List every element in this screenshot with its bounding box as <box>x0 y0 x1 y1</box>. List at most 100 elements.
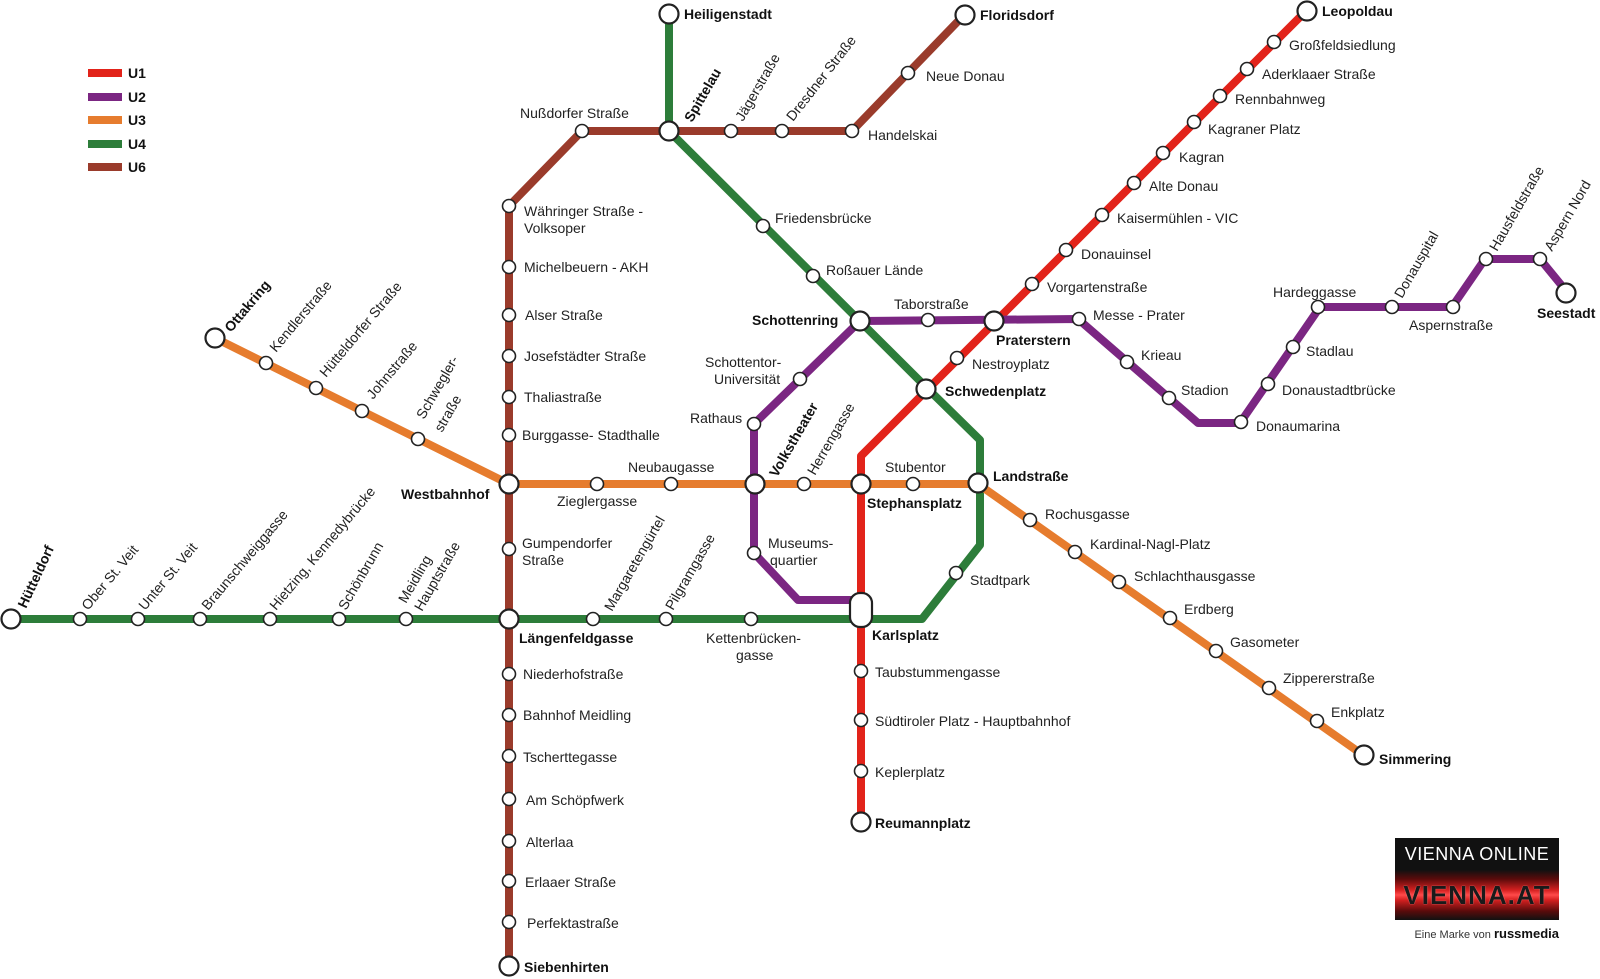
station-aspern-nord[interactable] <box>1532 251 1548 267</box>
station-donaustadtbruecke[interactable] <box>1260 376 1276 392</box>
station-zippererstrasse[interactable] <box>1261 680 1277 696</box>
station-burggasse[interactable] <box>501 427 517 443</box>
station-josefstaedter[interactable] <box>501 348 517 364</box>
station-westbahnhof[interactable] <box>498 473 520 495</box>
station-hietzing[interactable] <box>262 611 278 627</box>
station-donauspital[interactable] <box>1384 299 1400 315</box>
station-herrengasse[interactable] <box>796 476 812 492</box>
station-krieau[interactable] <box>1119 354 1135 370</box>
station-huetteldorf[interactable] <box>0 608 22 630</box>
station-grossfeldsiedlung[interactable] <box>1266 34 1282 50</box>
station-vorgartenstrasse[interactable] <box>1024 276 1040 292</box>
station-rathaus[interactable] <box>746 416 762 432</box>
station-margaretenguertel[interactable] <box>585 611 601 627</box>
station-gumpendorfer[interactable] <box>501 541 517 557</box>
station-ober-st-veit[interactable] <box>72 611 88 627</box>
station-stadtpark[interactable] <box>948 565 964 581</box>
station-hausfeldstrasse[interactable] <box>1478 251 1494 267</box>
station-nussdorfer[interactable] <box>574 123 590 139</box>
station-kagran[interactable] <box>1155 145 1171 161</box>
station-stadion[interactable] <box>1161 390 1177 406</box>
station-dresdner[interactable] <box>774 123 790 139</box>
station-zieglergasse[interactable] <box>589 476 605 492</box>
station-spittelau[interactable] <box>658 120 680 142</box>
station-heiligenstadt[interactable] <box>658 3 680 25</box>
station-michelbeuern[interactable] <box>501 259 517 275</box>
station-reumannplatz[interactable] <box>850 811 872 833</box>
station-neubaugasse[interactable] <box>663 476 679 492</box>
station-kaisermuehlen[interactable] <box>1094 207 1110 223</box>
station-unter-st-veit[interactable] <box>130 611 146 627</box>
station-kagraner-platz[interactable] <box>1186 114 1202 130</box>
station-pilgramgasse[interactable] <box>658 611 674 627</box>
station-volkstheater[interactable] <box>744 473 766 495</box>
brand-logo[interactable]: VIENNA ONLINE VIENNA.AT Eine Marke von r… <box>1395 838 1559 941</box>
station-huetteldorfer-strasse[interactable] <box>308 380 324 396</box>
label-stadion: Stadion <box>1181 382 1228 398</box>
station-niederhof[interactable] <box>501 666 517 682</box>
station-hardeggasse[interactable] <box>1310 299 1326 315</box>
station-siebenhirten[interactable] <box>498 955 520 977</box>
station-schlachthausgasse[interactable] <box>1111 574 1127 590</box>
station-landstrasse[interactable] <box>967 472 989 494</box>
station-karlsplatz[interactable] <box>848 591 874 629</box>
station-waehringer[interactable] <box>501 198 517 214</box>
station-schottentor[interactable] <box>792 371 808 387</box>
station-handelskai[interactable] <box>844 123 860 139</box>
station-laengenfeldgasse[interactable] <box>498 608 520 630</box>
station-taubstummengasse[interactable] <box>853 663 869 679</box>
station-aderklaaer-strasse[interactable] <box>1239 61 1255 77</box>
station-erlaaer[interactable] <box>501 873 517 889</box>
station-taborstrasse[interactable] <box>920 312 936 328</box>
station-tscherttegasse[interactable] <box>501 748 517 764</box>
label-ottakring: Ottakring <box>221 277 273 335</box>
station-jaegerstrasse[interactable] <box>723 123 739 139</box>
station-meidling-hauptstrasse[interactable] <box>398 611 414 627</box>
station-alterlaa[interactable] <box>501 833 517 849</box>
station-floridsdorf[interactable] <box>954 4 976 26</box>
station-simmering[interactable] <box>1353 744 1375 766</box>
brand-main-banner: VIENNA.AT <box>1395 870 1559 920</box>
station-schoenbrunn[interactable] <box>331 611 347 627</box>
station-rennbahnweg[interactable] <box>1212 88 1228 104</box>
station-kendlerstrasse[interactable] <box>258 355 274 371</box>
station-alser[interactable] <box>501 307 517 323</box>
station-gasometer[interactable] <box>1208 643 1224 659</box>
station-stephansplatz[interactable] <box>850 473 872 495</box>
station-erdberg[interactable] <box>1162 610 1178 626</box>
station-braunschweiggasse[interactable] <box>192 611 208 627</box>
station-schweglerstrasse[interactable] <box>410 431 426 447</box>
station-stubentor[interactable] <box>905 476 921 492</box>
station-kettenbruecken[interactable] <box>743 611 759 627</box>
station-suedtiroler-platz[interactable] <box>853 712 869 728</box>
station-alte-donau[interactable] <box>1126 175 1142 191</box>
station-johnstrasse[interactable] <box>354 403 370 419</box>
station-leopoldau[interactable] <box>1296 0 1318 22</box>
station-friedensbruecke[interactable] <box>755 218 771 234</box>
station-enkplatz[interactable] <box>1309 713 1325 729</box>
label-kagran: Kagran <box>1179 149 1224 165</box>
station-rossauer[interactable] <box>805 268 821 284</box>
station-rochusgasse[interactable] <box>1022 512 1038 528</box>
station-messe-prater[interactable] <box>1071 311 1087 327</box>
station-neue-donau[interactable] <box>900 65 916 81</box>
station-museumsquartier[interactable] <box>746 545 762 561</box>
station-donaumarina[interactable] <box>1233 414 1249 430</box>
label-nestroyplatz: Nestroyplatz <box>972 356 1050 372</box>
station-keplerplatz[interactable] <box>853 763 869 779</box>
station-aspernstrasse[interactable] <box>1445 299 1461 315</box>
station-ottakring[interactable] <box>204 327 226 349</box>
station-perfekta[interactable] <box>501 914 517 930</box>
station-praterstern[interactable] <box>983 310 1005 332</box>
station-schottenring[interactable] <box>849 310 871 332</box>
station-kardinal-nagl-platz[interactable] <box>1067 544 1083 560</box>
label-enkplatz: Enkplatz <box>1331 704 1385 720</box>
station-nestroyplatz[interactable] <box>949 350 965 366</box>
station-am-schoepfwerk[interactable] <box>501 791 517 807</box>
station-donauinsel[interactable] <box>1058 242 1074 258</box>
station-bahnhof-meidling[interactable] <box>501 707 517 723</box>
station-schwedenplatz[interactable] <box>915 378 937 400</box>
station-thalia[interactable] <box>501 389 517 405</box>
station-seestadt[interactable] <box>1555 282 1577 304</box>
station-stadlau[interactable] <box>1285 339 1301 355</box>
